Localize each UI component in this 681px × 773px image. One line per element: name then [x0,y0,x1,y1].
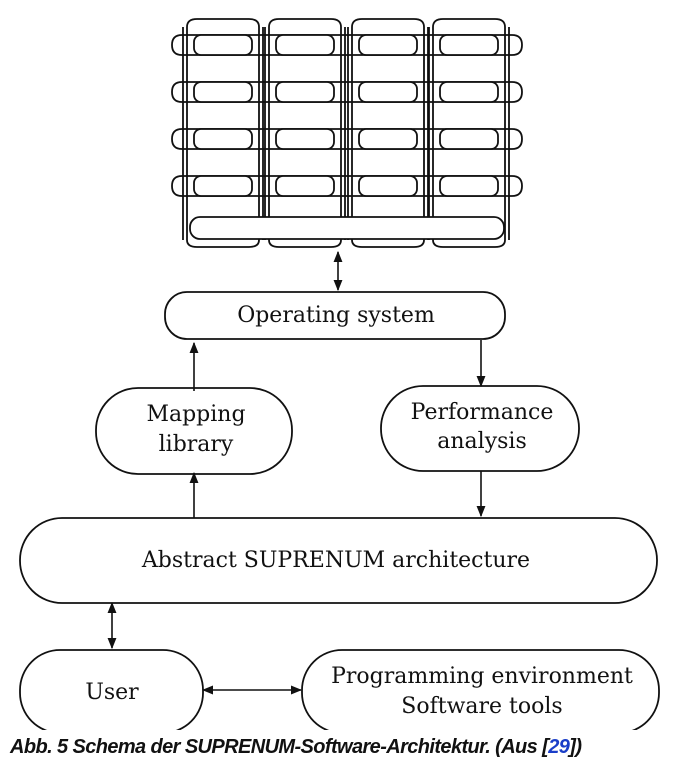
mapping-library-label-line-2: library [159,432,234,457]
processor-node [358,34,418,56]
grid-top-loop [432,18,506,28]
processor-node [358,128,418,150]
programming-environment-label-line-1: Programming environment [331,664,633,689]
processor-node [439,175,499,197]
user-node: User [19,649,204,730]
grid-bottom-loop [268,239,342,248]
grid-top-loop [268,18,342,28]
grid-bottom-loop [351,239,425,248]
abstract-architecture-label: Abstract SUPRENUM architecture [141,548,530,573]
figure-caption-reference: 29 [548,736,570,758]
processor-node [193,175,253,197]
operating-system-node: Operating system [164,291,506,340]
programming-environment-label-line-2: Software tools [401,694,562,719]
grid-left-loop [171,81,183,103]
processor-node [193,81,253,103]
grid-top-loop [351,18,425,28]
grid-left-loop [171,128,183,150]
grid-left-loop [171,175,183,197]
grid-right-loop [511,34,523,56]
programming-environment-node: Programming environment Software tools [301,649,660,730]
software-architecture-diagram: Operating system Mapping library Perform… [19,18,660,730]
performance-analysis-node: Performance analysis [380,385,580,472]
mapping-library-node: Mapping library [95,387,293,475]
processor-node [439,81,499,103]
figure-caption: Abb. 5 Schema der SUPRENUM-Software-Arch… [10,736,675,759]
processor-node [275,34,335,56]
grid-right-loop [511,128,523,150]
processor-node [193,128,253,150]
performance-analysis-label-line-2: analysis [437,429,526,454]
processor-node [275,128,335,150]
grid-bottom-loop [432,239,506,248]
grid-right-loop [511,81,523,103]
figure-caption-close: ]) [569,736,582,758]
processor-node [358,175,418,197]
grid-bus-bar [189,216,505,240]
processor-node [275,81,335,103]
grid-right-loop [511,175,523,197]
mapping-library-label-line-1: Mapping [146,402,245,427]
connection-arrows [107,250,486,695]
grid-top-loop [186,18,260,28]
figure-caption-text: Abb. 5 Schema der SUPRENUM-Software-Arch… [10,736,549,758]
operating-system-label: Operating system [237,303,435,328]
processor-array-grid [171,18,523,248]
processor-node [275,175,335,197]
processor-node [193,34,253,56]
grid-left-loop [171,34,183,56]
performance-analysis-label-line-1: Performance [411,400,554,425]
abstract-architecture-node: Abstract SUPRENUM architecture [19,517,658,604]
grid-bottom-loop [186,239,260,248]
processor-node [439,34,499,56]
user-label: User [85,680,139,705]
processor-node [439,128,499,150]
processor-node [358,81,418,103]
